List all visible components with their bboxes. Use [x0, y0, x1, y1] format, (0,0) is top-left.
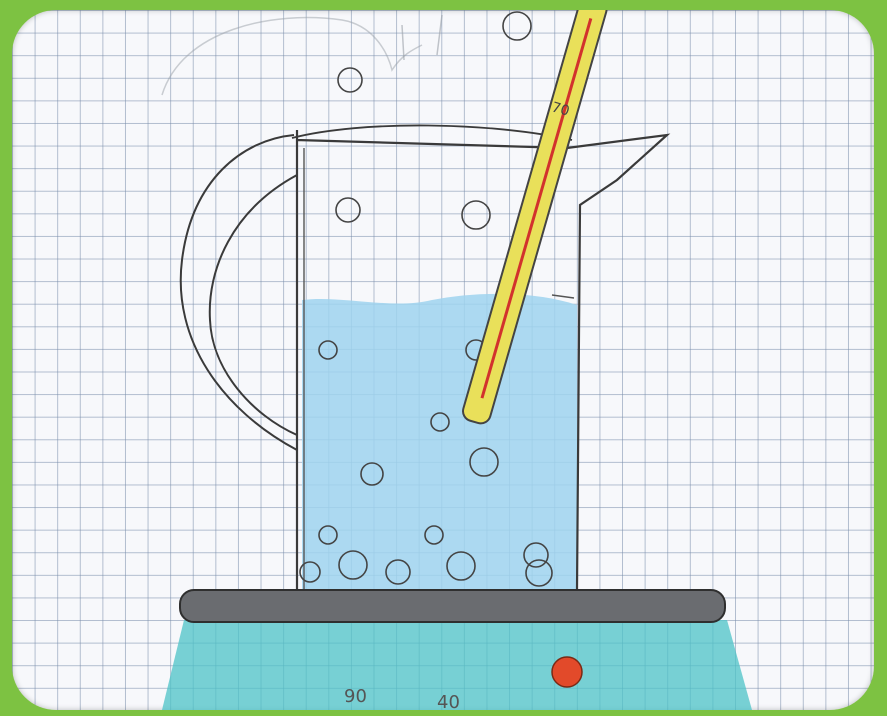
drawing-canvas: 70 90 40 — [12, 10, 874, 710]
jug-handle — [181, 135, 297, 450]
bubble — [462, 201, 490, 229]
heating-bar — [180, 590, 725, 622]
background-sketch — [162, 18, 422, 95]
bubble — [503, 12, 531, 40]
jug-rim — [292, 125, 572, 140]
bubble — [336, 198, 360, 222]
bubble — [338, 68, 362, 92]
graph-paper-drawing: 70 90 40 — [12, 10, 874, 710]
red-dot — [552, 657, 582, 687]
jug-water — [302, 294, 577, 590]
tray-label-right: 40 — [437, 692, 460, 710]
tray-label-left: 90 — [344, 686, 367, 707]
